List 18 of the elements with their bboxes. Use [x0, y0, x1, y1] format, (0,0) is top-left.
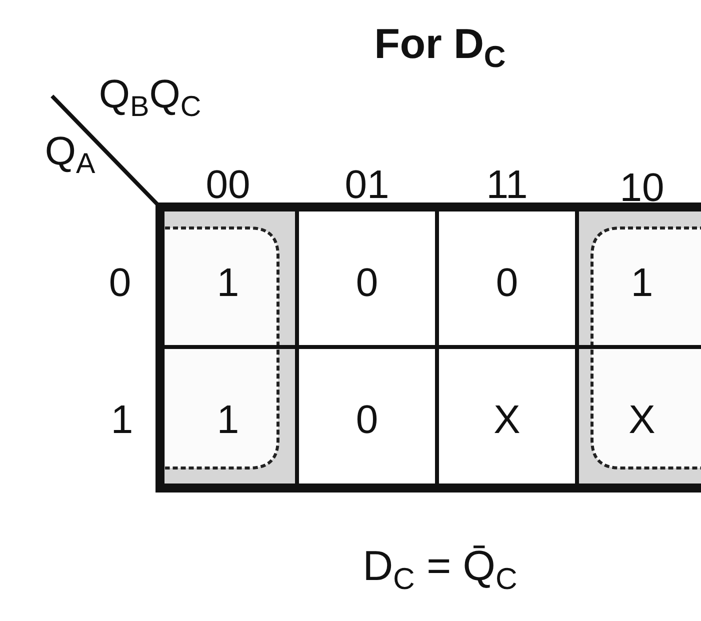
cell-value: 0: [356, 400, 378, 440]
column-header: 01: [344, 165, 390, 205]
cell-value: 1: [630, 263, 654, 303]
column-variables-label: Q$_{B}$Q$_{C}$: [98, 74, 202, 122]
title: For D$_{C}$: [374, 22, 506, 74]
cell-value: 0: [356, 263, 378, 303]
cell-value: X: [494, 400, 520, 440]
column-header: 00: [206, 165, 250, 205]
cell-value: 1: [216, 263, 240, 303]
row-variable-label: Q$_{A}$: [44, 131, 96, 179]
column-header: 10: [620, 168, 664, 208]
column-header: 11: [486, 165, 528, 205]
cell-value: 0: [496, 263, 518, 303]
row-header: 0: [108, 263, 132, 303]
cell-value: 1: [216, 400, 240, 440]
equation: D$_{C}$ = Q̄$_{C}$: [362, 544, 518, 596]
row-header: 1: [110, 400, 134, 440]
cell-value: X: [628, 400, 656, 440]
